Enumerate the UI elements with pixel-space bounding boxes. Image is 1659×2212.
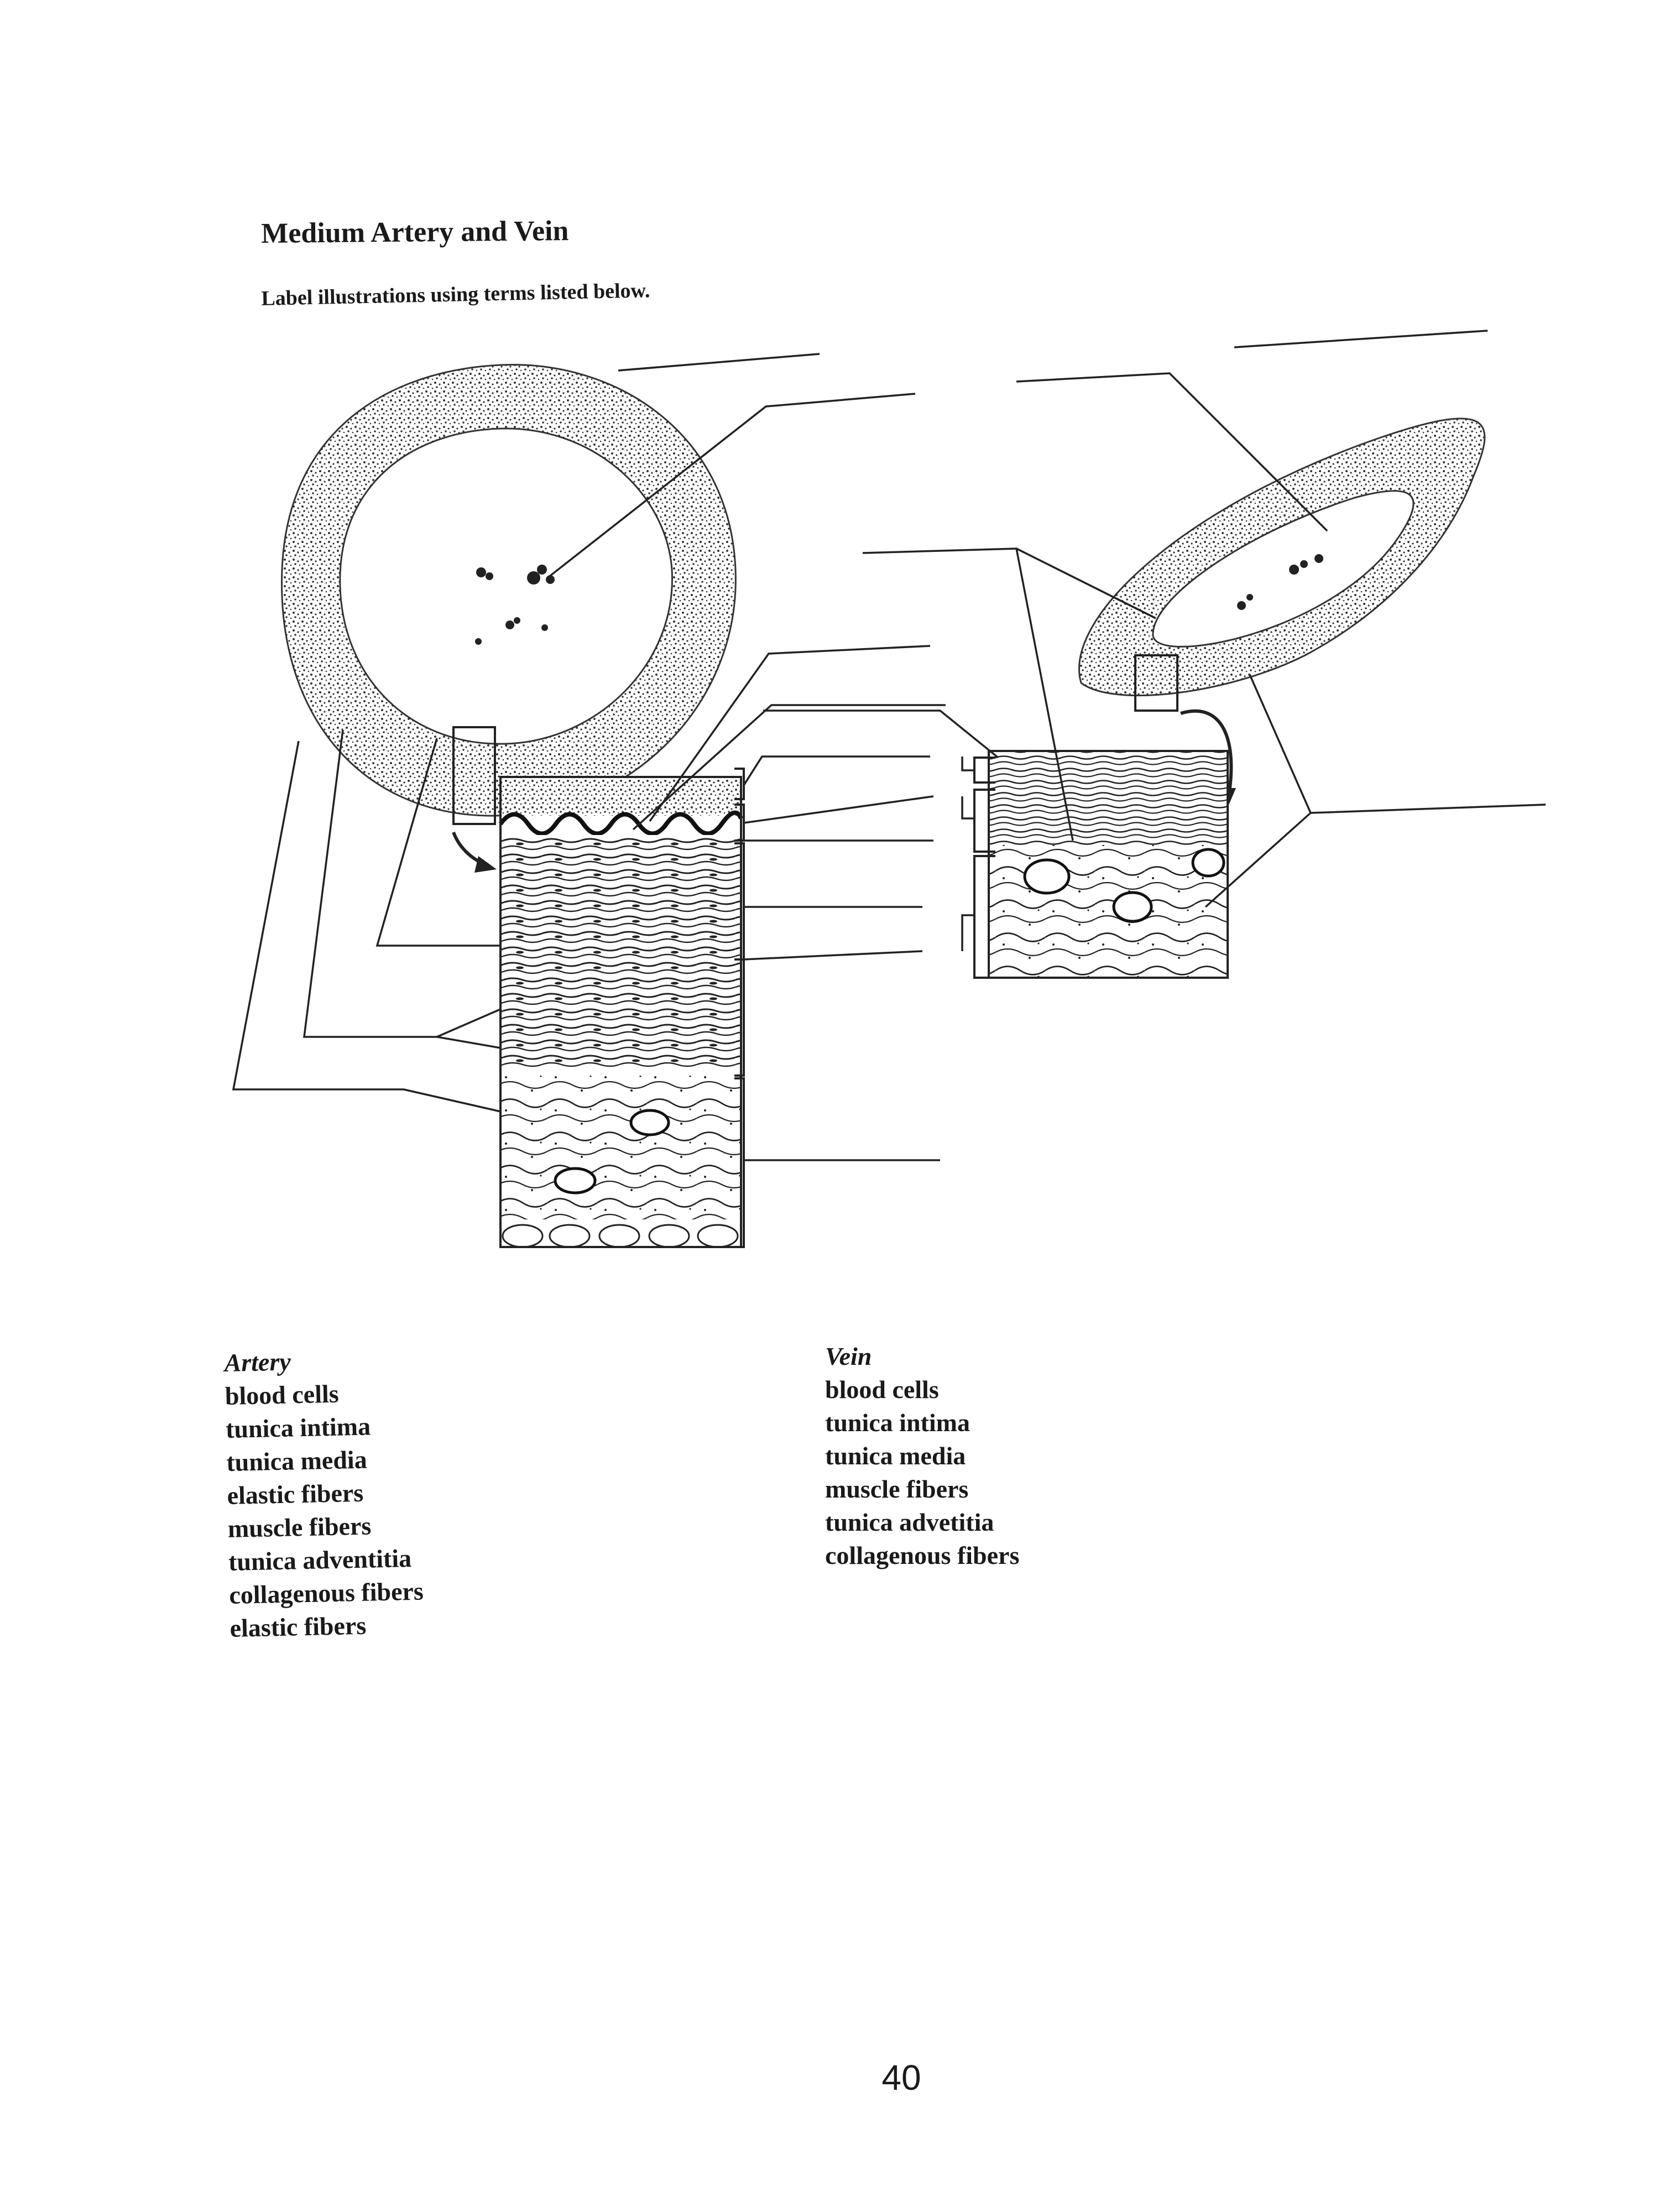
vein-leader-lines	[763, 330, 1546, 951]
vein-term: muscle fibers	[825, 1475, 969, 1503]
vein-term: tunica intima	[825, 1408, 970, 1437]
artery-wall-enlargement	[498, 776, 743, 1248]
page-number: 40	[881, 2058, 921, 2098]
vein-term: collagenous fibers	[825, 1541, 1020, 1569]
vein-inset-arrow	[1180, 709, 1233, 797]
artery-heading: Artery	[224, 1347, 291, 1377]
vein-term-list: Vein blood cells tunica intima tunica me…	[825, 1340, 1019, 1572]
artery-term: muscle fibers	[227, 1511, 372, 1543]
vein-term: tunica advetitia	[825, 1508, 994, 1536]
artery-term: elastic fibers	[227, 1478, 364, 1510]
vein-inset-box	[1134, 654, 1178, 712]
artery-term-list: Artery blood cells tunica intima tunica …	[224, 1343, 425, 1645]
artery-cross-section	[281, 363, 737, 873]
vein-term: tunica media	[825, 1442, 966, 1470]
vein-heading: Vein	[825, 1342, 872, 1370]
artery-term: tunica media	[226, 1445, 368, 1477]
artery-term: tunica adventitia	[228, 1543, 412, 1576]
artery-leader-lines	[232, 353, 946, 1161]
vein-blood-cells	[1237, 554, 1323, 610]
vein-wall-enlargement	[988, 750, 1229, 979]
artery-term: elastic fibers	[229, 1611, 367, 1642]
artery-term: collagenous fibers	[228, 1577, 424, 1609]
artery-term: tunica intima	[225, 1412, 371, 1443]
vein-cross-section	[1078, 418, 1486, 810]
artery-brackets	[734, 768, 745, 1248]
artery-inset-box	[452, 726, 496, 825]
artery-blood-cells	[475, 565, 555, 645]
artery-term: blood cells	[225, 1379, 340, 1410]
artery-vein-diagram	[232, 330, 1546, 1248]
vein-term: blood cells	[825, 1375, 939, 1404]
